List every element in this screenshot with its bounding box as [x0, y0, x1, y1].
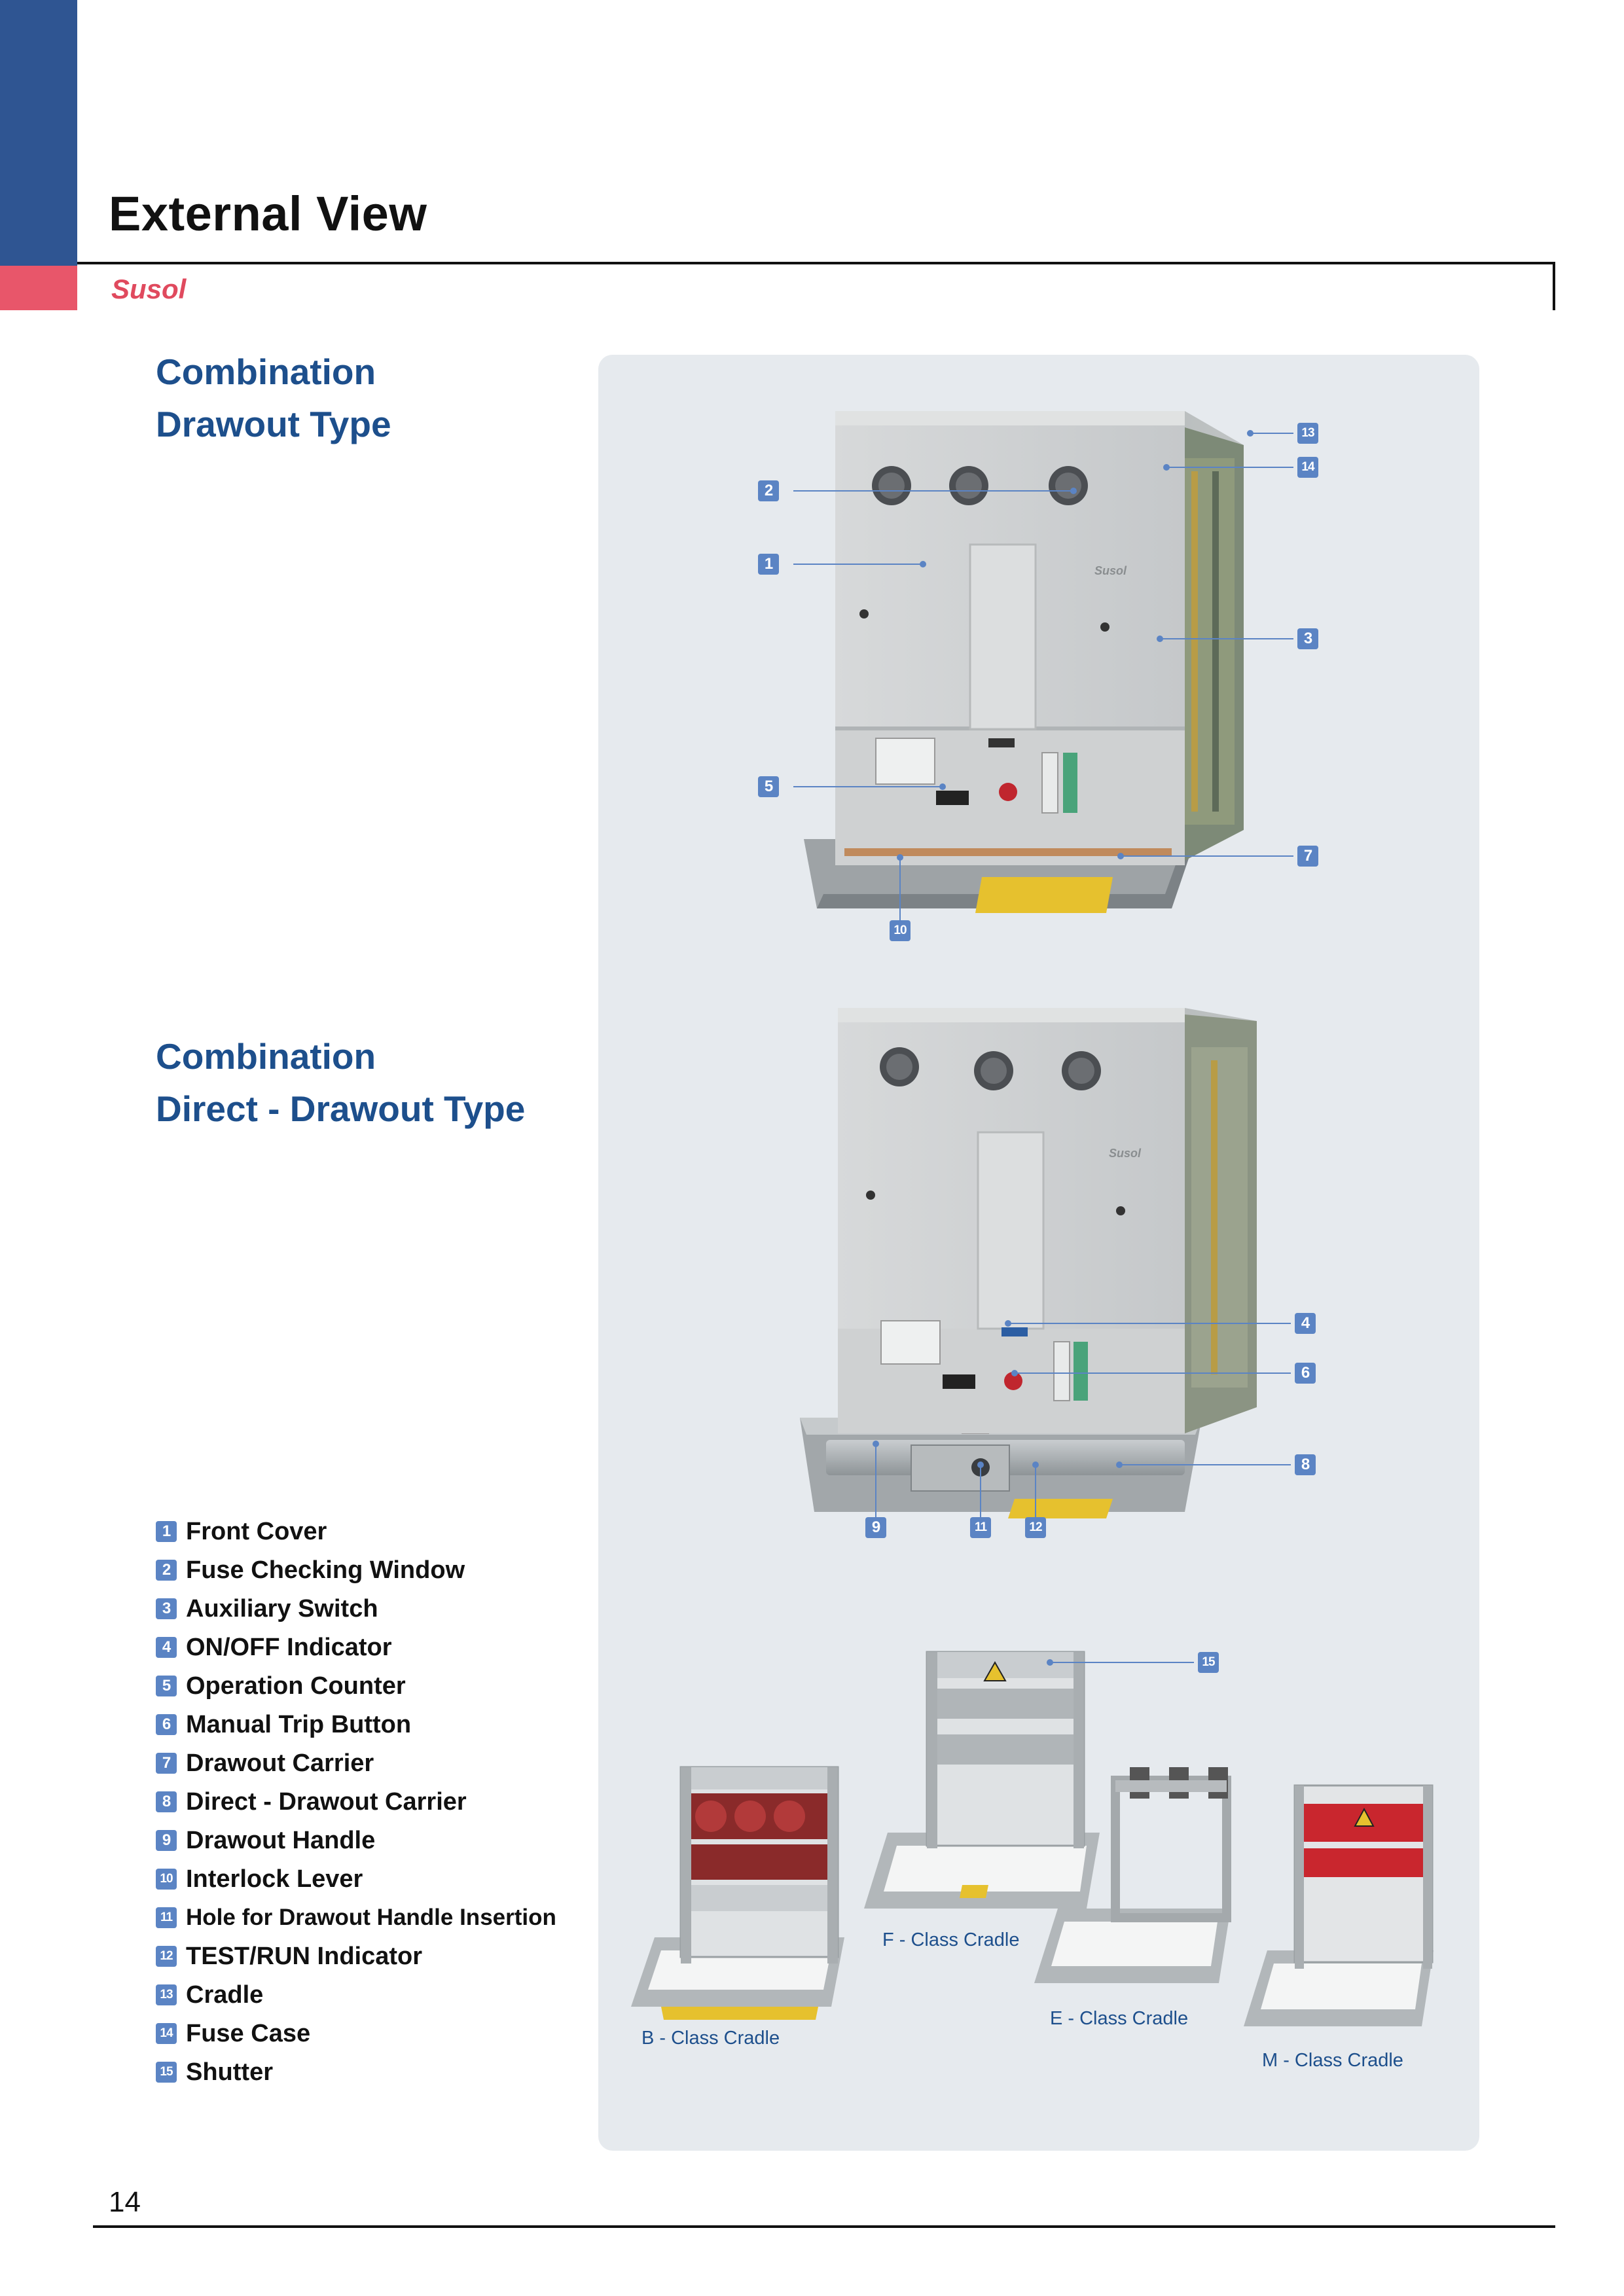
device-brand-label: Susol	[1094, 564, 1127, 577]
header-blue-bar	[0, 0, 77, 266]
callout-badge: 8	[1295, 1454, 1316, 1475]
legend-number: 14	[156, 2023, 177, 2044]
section-title-line: Combination	[156, 351, 376, 392]
legend-item: 10 Interlock Lever	[156, 1861, 363, 1897]
legend-number: 4	[156, 1637, 177, 1658]
header-rule-tick	[1553, 262, 1555, 310]
legend-label: ON/OFF Indicator	[186, 1633, 392, 1661]
legend-number: 8	[156, 1791, 177, 1812]
callout-badge: 4	[1295, 1313, 1316, 1334]
callout-badge: 5	[758, 776, 779, 797]
callout-badge: 2	[758, 480, 779, 501]
caption-m-class-cradle: M - Class Cradle	[1262, 2050, 1403, 2071]
callout-badge: 14	[1297, 457, 1318, 478]
legend-number: 9	[156, 1830, 177, 1851]
legend-item: 9 Drawout Handle	[156, 1822, 375, 1859]
legend-label: Drawout Handle	[186, 1826, 376, 1854]
legend-item: 7 Drawout Carrier	[156, 1745, 374, 1782]
device-brand-label: Susol	[1109, 1147, 1142, 1160]
section-title-direct-drawout: Combination Direct - Drawout Type	[156, 1030, 525, 1135]
legend-number: 2	[156, 1560, 177, 1581]
legend-label: Shutter	[186, 2058, 273, 2086]
callout-badge: 7	[1297, 846, 1318, 867]
legend-label: Interlock Lever	[186, 1865, 363, 1893]
caption-f-class-cradle: F - Class Cradle	[882, 1929, 1020, 1950]
m-class-cradle-illustration	[1244, 1784, 1434, 2026]
legend-label: Operation Counter	[186, 1672, 406, 1700]
legend-item: 11 Hole for Drawout Handle Insertion	[156, 1899, 556, 1936]
legend-number: 10	[156, 1869, 177, 1890]
header-red-bar	[0, 266, 77, 310]
caption-b-class-cradle: B - Class Cradle	[641, 2028, 780, 2049]
legend-item: 4 ON/OFF Indicator	[156, 1629, 392, 1666]
callout-badge: 15	[1198, 1652, 1219, 1673]
brand-logo: Susol	[111, 274, 187, 304]
legend-number: 3	[156, 1598, 177, 1619]
f-class-cradle-illustration	[864, 1651, 1100, 1909]
callout-badge: 13	[1297, 423, 1318, 444]
callout-badge: 11	[970, 1517, 991, 1538]
legend-number: 11	[156, 1907, 177, 1928]
callout-badge: 10	[890, 920, 911, 941]
callout-leaders	[793, 430, 1293, 1666]
section-title-drawout: Combination Drawout Type	[156, 346, 391, 450]
legend-number: 6	[156, 1714, 177, 1735]
legend-item: 8 Direct - Drawout Carrier	[156, 1784, 467, 1820]
callout-badge: 1	[758, 554, 779, 575]
caption-e-class-cradle: E - Class Cradle	[1050, 2008, 1189, 2029]
legend-item: 2 Fuse Checking Window	[156, 1552, 465, 1588]
legend-item: 15 Shutter	[156, 2054, 273, 2090]
page-title: External View	[109, 187, 427, 241]
direct-drawout-breaker-illustration: Susol	[800, 1008, 1257, 1518]
page-number: 14	[109, 2186, 141, 2218]
callout-badge: 3	[1297, 628, 1318, 649]
callout-badge: 9	[865, 1517, 886, 1538]
legend-label: Drawout Carrier	[186, 1749, 374, 1777]
legend-label: TEST/RUN Indicator	[186, 1942, 423, 1970]
legend-label: Hole for Drawout Handle Insertion	[186, 1905, 556, 1930]
b-class-cradle-illustration	[631, 1766, 844, 2020]
legend-number: 7	[156, 1753, 177, 1774]
legend-label: Manual Trip Button	[186, 1710, 412, 1738]
legend-item: 13 Cradle	[156, 1977, 263, 2013]
legend-number: 15	[156, 2062, 177, 2083]
legend-label: Auxiliary Switch	[186, 1594, 378, 1623]
legend-label: Front Cover	[186, 1517, 327, 1545]
legend-item: 3 Auxiliary Switch	[156, 1590, 378, 1627]
legend-item: 1 Front Cover	[156, 1513, 327, 1550]
legend-number: 13	[156, 1984, 177, 2005]
legend-item: 14 Fuse Case	[156, 2015, 310, 2052]
legend-label: Fuse Case	[186, 2019, 311, 2047]
legend-item: 12 TEST/RUN Indicator	[156, 1938, 422, 1975]
legend-label: Cradle	[186, 1981, 264, 2009]
e-class-cradle-illustration	[1034, 1767, 1231, 1983]
callout-badge: 12	[1025, 1517, 1046, 1538]
legend-label: Fuse Checking Window	[186, 1556, 465, 1584]
legend-label: Direct - Drawout Carrier	[186, 1787, 467, 1816]
legend-item: 6 Manual Trip Button	[156, 1706, 411, 1743]
legend-number: 5	[156, 1676, 177, 1696]
legend-number: 1	[156, 1521, 177, 1542]
header-rule	[77, 262, 1555, 264]
legend-item: 5 Operation Counter	[156, 1668, 406, 1704]
callout-badge: 6	[1295, 1363, 1316, 1384]
section-title-line: Combination	[156, 1036, 376, 1077]
legend-number: 12	[156, 1946, 177, 1967]
drawout-breaker-illustration: Susol	[804, 411, 1244, 913]
section-title-line: Drawout Type	[156, 404, 391, 444]
footer-rule	[93, 2225, 1555, 2228]
section-title-line: Direct - Drawout Type	[156, 1088, 526, 1129]
